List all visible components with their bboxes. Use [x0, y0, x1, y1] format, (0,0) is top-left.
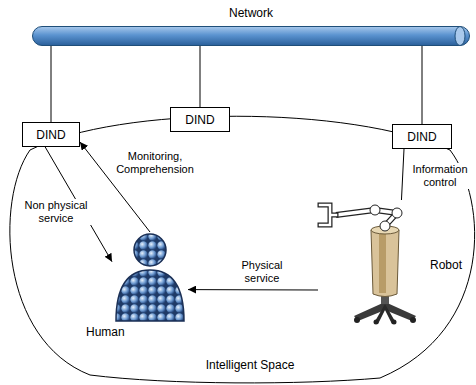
edge-label-holder: Non physical service	[17, 199, 95, 226]
robot-wheel	[410, 317, 416, 323]
human-figure	[112, 232, 188, 322]
pipe-cap	[455, 27, 465, 46]
connector-line	[200, 46, 201, 107]
network-label: Network	[32, 6, 470, 20]
connector-line	[401, 149, 404, 200]
space-outline	[0, 110, 476, 385]
dind-label: DIND	[185, 113, 214, 127]
intelligent-space: Intelligent Space Human	[0, 110, 476, 385]
human-node: Human	[112, 232, 188, 322]
robot-joint	[392, 208, 402, 218]
robot-gripper	[320, 205, 336, 225]
edge-label: Information control	[408, 163, 472, 189]
human-label: Human	[86, 325, 125, 339]
space-ellipse	[10, 116, 475, 383]
edge-label-holder: Monitoring, Comprehension	[112, 150, 198, 177]
robot-wheel	[354, 317, 360, 323]
pipe-body	[33, 27, 470, 46]
robot-base	[374, 304, 396, 324]
edge-label-holder: Information control	[408, 163, 472, 190]
robot-wheel	[374, 320, 379, 325]
network-bar: Network	[32, 26, 470, 46]
robot-gripper	[320, 205, 336, 225]
edge-label-holder: Physical service	[236, 259, 288, 286]
robot-joint	[370, 205, 380, 215]
robot-column-shade	[379, 231, 386, 293]
dind-box: DIND	[392, 124, 452, 149]
connector-arrow	[188, 289, 318, 290]
edge-label: Physical service	[236, 259, 288, 285]
robot-column	[371, 230, 399, 297]
connector-line	[422, 46, 423, 124]
human-body	[116, 270, 184, 321]
dind-box: DIND	[22, 122, 80, 147]
connector-line	[51, 46, 52, 122]
dind-label: DIND	[36, 128, 65, 142]
edge-label: Non physical service	[17, 199, 95, 225]
robot-wheel	[392, 320, 397, 325]
robot-joint	[380, 221, 390, 231]
edge-label: Monitoring, Comprehension	[112, 150, 198, 176]
robot-figure	[318, 200, 425, 325]
dind-label: DIND	[407, 130, 436, 144]
human-head	[134, 234, 166, 266]
network-pipe	[32, 26, 470, 46]
space-label: Intelligent Space	[12, 358, 476, 372]
dind-box: DIND	[170, 107, 230, 132]
robot-node: Robot	[318, 200, 425, 325]
robot-label: Robot	[430, 258, 462, 272]
